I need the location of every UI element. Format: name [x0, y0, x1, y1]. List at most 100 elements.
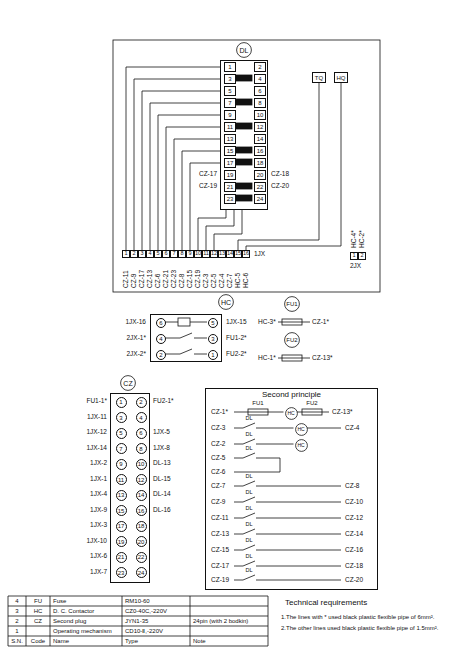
pin-number: 14: [226, 250, 234, 258]
pin-number: 6: [254, 86, 266, 96]
label-text: HC-6: [243, 273, 250, 288]
label-text: D. C. Contactor: [53, 608, 94, 614]
pin-number: 10: [254, 110, 266, 120]
label-text: CZ-5: [211, 455, 225, 462]
label-text: 1JX-5: [153, 429, 170, 436]
label-text: CZ-13*: [332, 409, 353, 416]
wire: [268, 412, 284, 413]
coil-symbol: HC: [295, 423, 308, 436]
circle-outline: [295, 439, 307, 451]
label-text: 1JX: [254, 251, 265, 258]
label-text: HC-5: [235, 273, 242, 288]
pin-number: 4: [254, 74, 266, 84]
wire: [126, 67, 220, 250]
label-text: DL: [245, 568, 252, 574]
label-text: Note: [193, 638, 206, 644]
schematic-panel: HCHCHCSecond principle: [205, 388, 378, 590]
panel-frame: [113, 40, 380, 292]
wire: [158, 115, 220, 250]
pin-number: 17: [116, 521, 127, 532]
label-text: DL-16: [153, 506, 171, 513]
device-code: HC: [297, 443, 304, 448]
wire: [234, 534, 243, 535]
table-rule: [8, 596, 9, 646]
bridge-bar: [236, 195, 252, 201]
bridge-bar: [236, 123, 252, 129]
label-text: 1JX-11: [87, 413, 107, 420]
terminal-strip: 12: [350, 252, 366, 260]
label-text: CZ-21: [163, 270, 170, 288]
pin-number: 9: [224, 110, 236, 120]
pin-number: 1: [116, 397, 127, 408]
wire: [190, 163, 220, 250]
wire: [256, 580, 341, 581]
contact-symbol: [243, 513, 255, 518]
wire: [307, 428, 342, 429]
table-rule: [8, 636, 268, 637]
label-text: CZ-19: [195, 270, 202, 288]
pin-number: 2: [358, 252, 366, 260]
table-rule: [8, 646, 268, 647]
label-text: 1JX-1: [90, 475, 107, 482]
contactor-box: 654321: [150, 314, 222, 362]
fuse-symbol: [248, 409, 268, 415]
label-text: 1JX-2: [90, 460, 107, 467]
device-code-circle: FU1: [284, 296, 300, 312]
label-text: Operating mechanism: [53, 628, 112, 634]
label-text: CZ-13: [211, 531, 229, 538]
label-text: CZ-14: [345, 531, 363, 538]
device-code: TQ: [315, 75, 323, 81]
circle-outline: [285, 297, 300, 312]
wire: [256, 502, 341, 503]
bridge-bar: [236, 147, 252, 153]
pin-number: 14: [254, 134, 266, 144]
label-text: CZ-18: [271, 171, 289, 178]
wire: [165, 322, 178, 323]
label-text: Type: [125, 638, 138, 644]
fuse-symbol: [302, 412, 322, 413]
label-text: FU1: [252, 400, 263, 406]
pin-number: 19: [224, 170, 236, 180]
table-rule: [8, 626, 268, 627]
label-text: JYN1-35: [125, 618, 148, 624]
pin-number: 18: [254, 158, 266, 168]
label-text: FU: [34, 598, 42, 604]
label-text: HC-1*: [258, 355, 276, 362]
pin-number: 14: [136, 490, 147, 501]
label-text: DL: [245, 446, 252, 452]
device-code: CZ: [123, 380, 132, 387]
pin-number: 10: [136, 459, 147, 470]
label-text: CZ-10: [345, 499, 363, 506]
pin-number: 9: [116, 459, 127, 470]
label-text: 2: [15, 618, 18, 624]
wire: [256, 444, 294, 445]
pin-number: 20: [254, 170, 266, 180]
device-code: DL: [240, 47, 249, 54]
pin-number: 1: [122, 250, 130, 258]
label-text: FU2: [306, 400, 317, 406]
device-code: HC: [297, 427, 304, 432]
label-text: CZ-11: [123, 270, 130, 288]
fuse-symbol: [282, 355, 302, 361]
table-rule: [50, 596, 51, 646]
pin-number: 24: [254, 194, 266, 204]
pin-number: 19: [116, 536, 127, 547]
pin-number: 16: [242, 250, 250, 258]
label-text: CZ-4: [345, 425, 359, 432]
pin-number: 5: [224, 86, 236, 96]
coil-box: TQ: [312, 72, 326, 83]
pin-number: 2: [156, 350, 166, 360]
label-text: CZ-23: [171, 270, 178, 288]
bridge-bar: [236, 99, 252, 105]
wire: [234, 412, 248, 413]
pin-number: 6: [162, 250, 170, 258]
pin-number: 11: [224, 122, 236, 132]
contact-symbol: [243, 423, 255, 428]
coil-symbol: [178, 318, 190, 326]
pin-number: 5: [208, 318, 218, 328]
label-text: CZ-8: [179, 274, 186, 288]
pin-number: 12: [254, 122, 266, 132]
label-text: CZ-19: [211, 577, 229, 584]
label-text: 24pin (with 2 bodkin): [193, 618, 248, 624]
